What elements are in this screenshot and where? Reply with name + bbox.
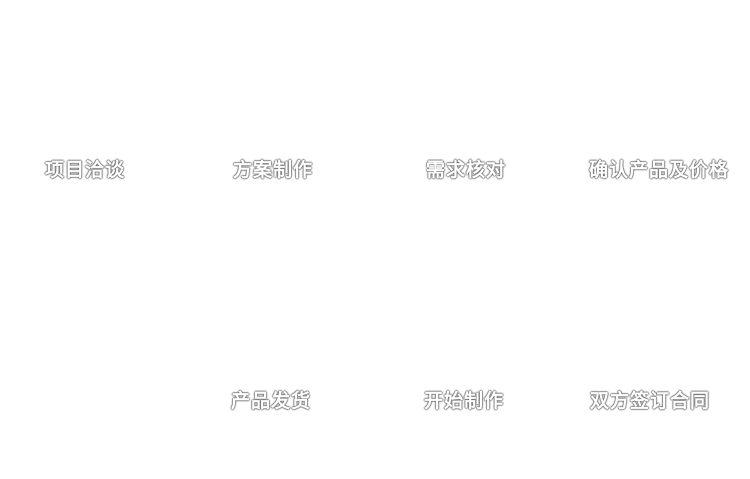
- flow-step-start-production: 开始制作: [424, 390, 505, 412]
- flow-step-sign-contract: 双方签订合同: [590, 390, 711, 412]
- flow-step-proposal-creation: 方案制作: [233, 159, 314, 181]
- flow-step-requirements-check: 需求核对: [426, 159, 507, 181]
- flow-step-confirm-product-and-price: 确认产品及价格: [589, 159, 730, 181]
- flow-step-product-shipping: 产品发货: [231, 390, 312, 412]
- flow-step-project-negotiation: 项目洽谈: [45, 159, 126, 181]
